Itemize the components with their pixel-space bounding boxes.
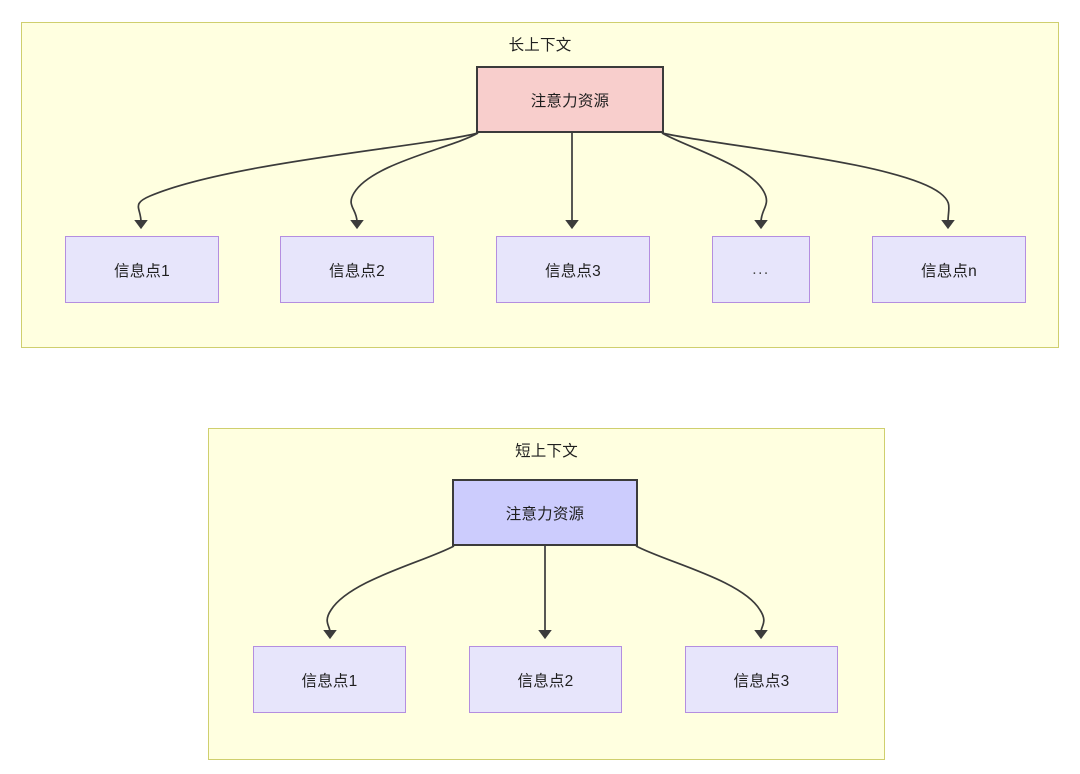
node-info-point-label: 信息点3 [545,262,601,280]
node-info-point-label: 信息点n [921,262,977,280]
node-info-point[interactable]: 信息点3 [496,236,650,303]
node-info-point[interactable]: 信息点n [872,236,1026,303]
node-info-point[interactable]: 信息点2 [280,236,434,303]
node-info-point[interactable]: 信息点3 [685,646,838,713]
node-info-point[interactable]: 信息点2 [469,646,622,713]
node-info-point[interactable]: ... [712,236,810,303]
node-info-point-label: 信息点1 [114,262,170,280]
node-info-point[interactable]: 信息点1 [65,236,219,303]
node-info-point-label: 信息点2 [517,672,574,690]
node-attention-resource-long[interactable]: 注意力资源 [476,66,664,133]
node-info-point[interactable]: 信息点1 [253,646,406,713]
node-info-point-label: ... [752,260,770,278]
panel-short-context-title: 短上下文 [515,443,578,460]
node-info-point-label: 信息点2 [329,262,385,280]
node-attention-resource-short[interactable]: 注意力资源 [452,479,638,546]
node-info-point-label: 信息点3 [733,672,790,690]
panel-long-context-title: 长上下文 [508,37,572,54]
node-info-point-label: 信息点1 [301,672,358,690]
